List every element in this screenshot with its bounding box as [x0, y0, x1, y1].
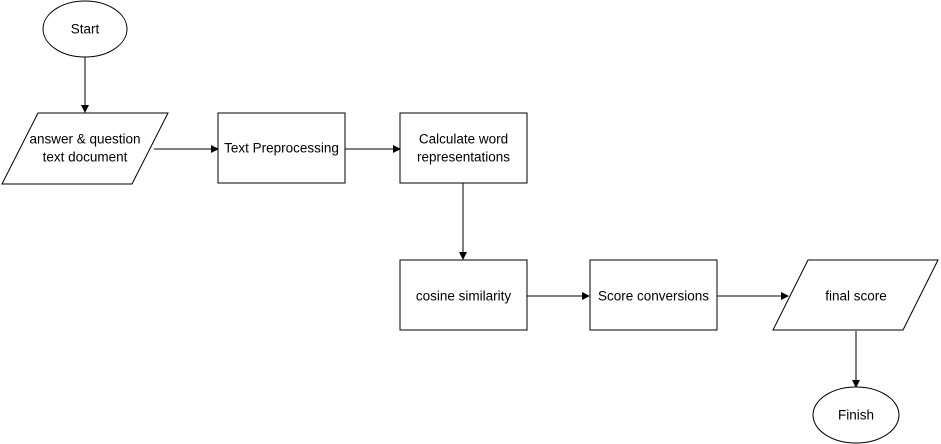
score-conversions-node: Score conversions: [589, 259, 718, 331]
text-preprocessing-label: Text Preprocessing: [224, 141, 339, 156]
input-document-label-line2: text document: [43, 150, 128, 165]
final-score-label: final score: [825, 289, 887, 304]
start-label: Start: [71, 22, 100, 37]
word-representations-label-line2: representations: [417, 150, 510, 165]
final-score-node: final score: [772, 259, 939, 331]
input-document-node: answer & question text document: [1, 112, 169, 185]
finish-label: Finish: [838, 408, 874, 423]
start-node: Start: [42, 0, 128, 58]
word-representations-label-line1: Calculate word: [419, 132, 508, 147]
input-document-label-line1: answer & question: [29, 132, 140, 147]
text-preprocessing-node: Text Preprocessing: [217, 112, 346, 184]
score-conversions-label: Score conversions: [598, 289, 709, 304]
cosine-similarity-node: cosine similarity: [399, 259, 528, 331]
finish-node: Finish: [812, 386, 900, 444]
word-representations-node: Calculate word representations: [399, 112, 528, 184]
cosine-similarity-label: cosine similarity: [416, 289, 512, 304]
